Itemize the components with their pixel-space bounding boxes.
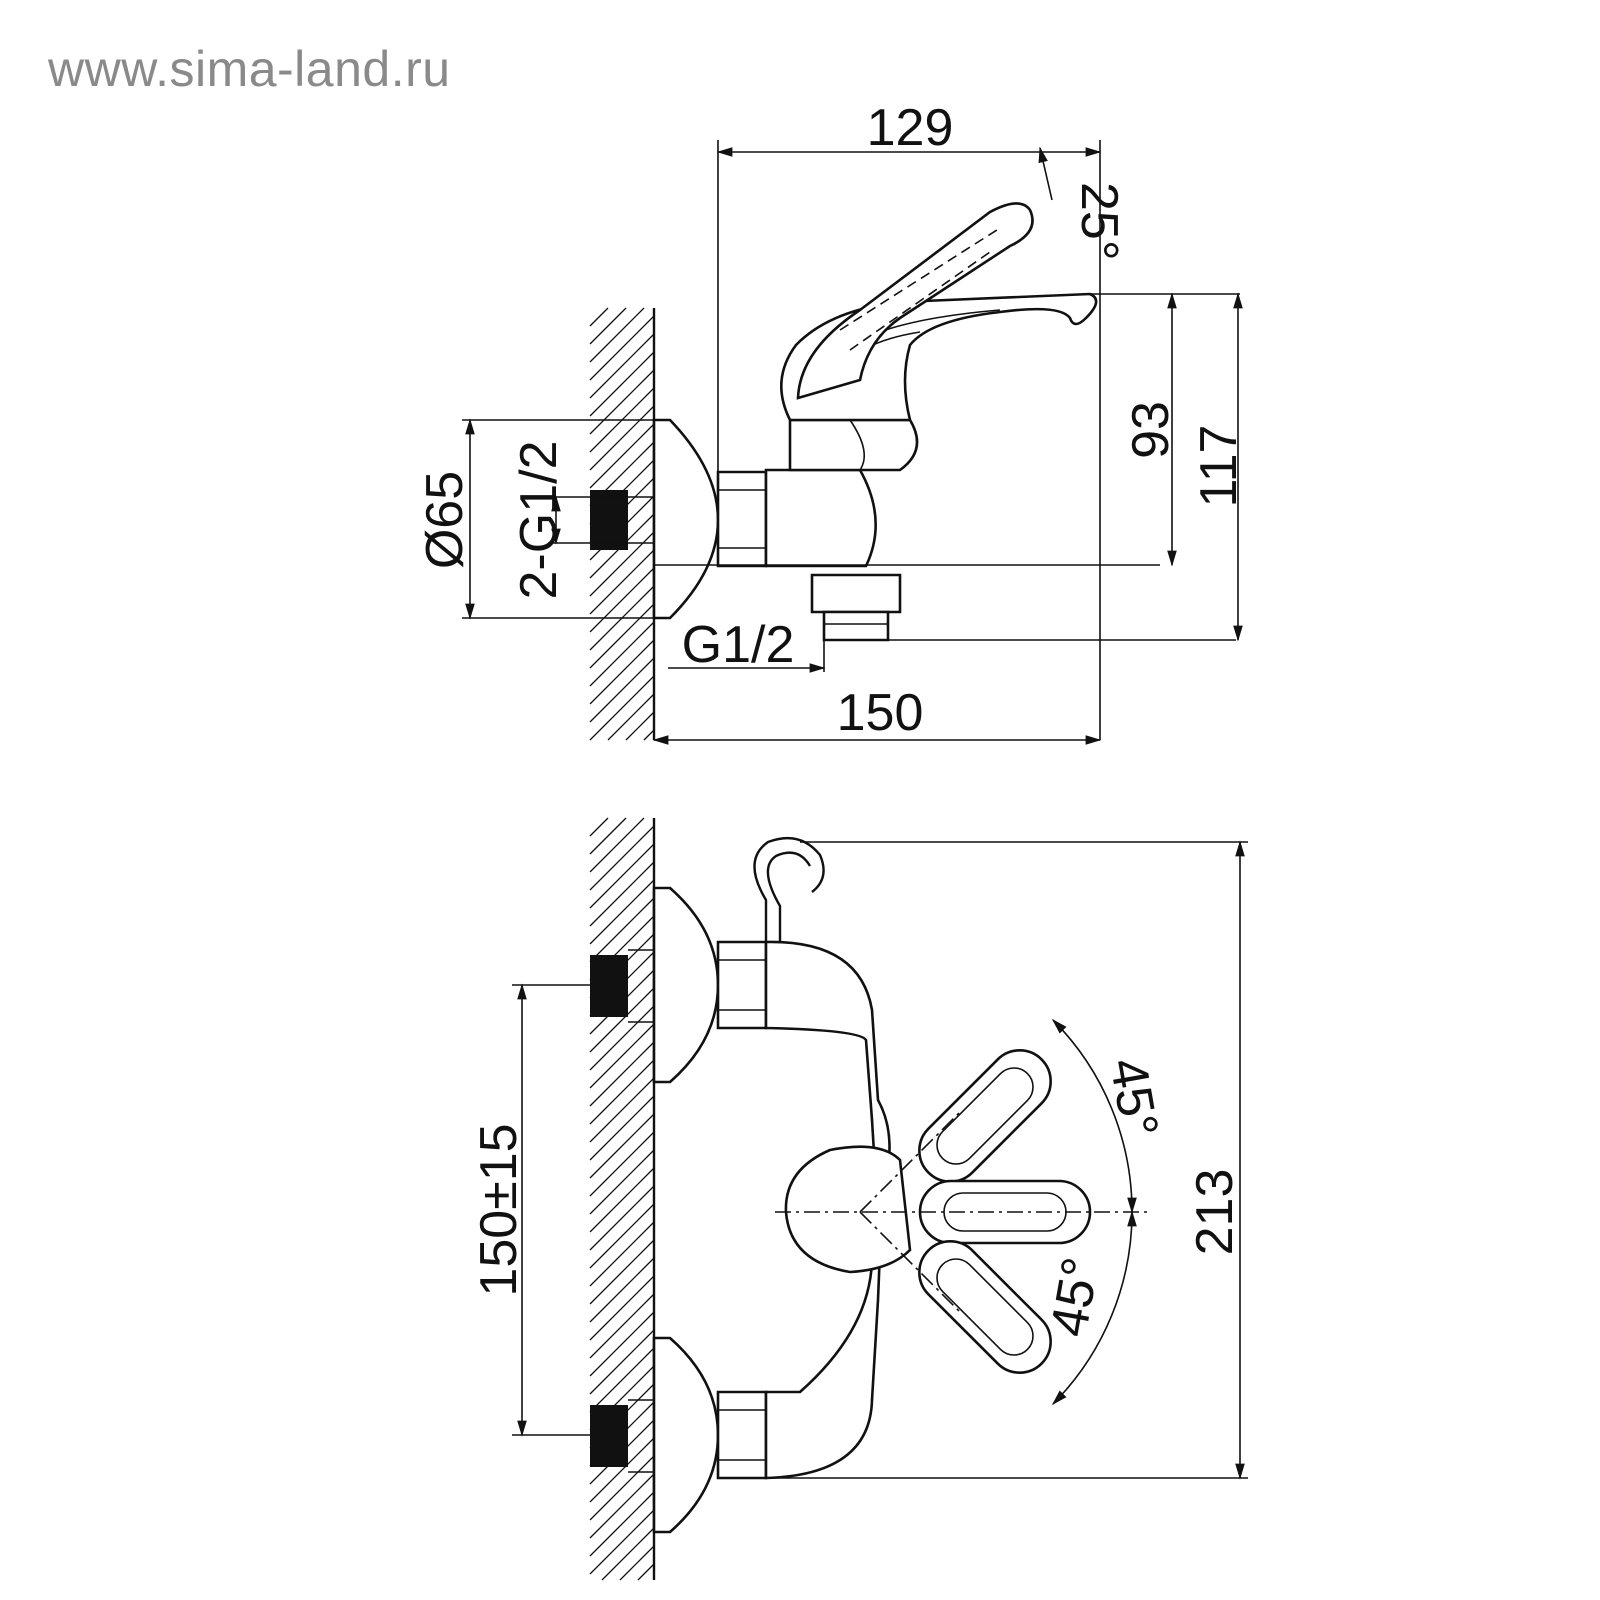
cartridge-hub	[784, 1145, 912, 1274]
lower-inlet-fitting	[590, 1405, 628, 1467]
lever-middle	[918, 1179, 1092, 1245]
dim-projection-label: 150	[837, 684, 924, 742]
upper-inlet-fitting	[590, 955, 628, 1017]
side-view: 129 25° 93 117 Ø65 2-G1/2	[416, 99, 1248, 745]
front-view: 45° 45° 150±15 213	[470, 817, 1248, 1581]
dim-height-front-label: 213	[1186, 1169, 1244, 1256]
dim-width-top: 129	[716, 99, 1102, 740]
dim-center-distance: 150±15	[470, 983, 590, 1437]
outlet-nut	[810, 573, 902, 614]
dim-width-top-label: 129	[867, 99, 954, 157]
mixer-body-front	[764, 940, 891, 1480]
dim-flange-diameter: Ø65	[416, 418, 670, 620]
dim-outlet-thread-label: G1/2	[682, 616, 795, 674]
lever-lower	[918, 1240, 1052, 1374]
dim-angle-lower: 45°	[1040, 1210, 1137, 1406]
shower-hook	[753, 837, 825, 942]
inlet-fitting	[590, 490, 628, 550]
dim-lever-angle: 25°	[1038, 146, 1128, 261]
dim-lever-angle-label: 25°	[1070, 182, 1128, 261]
dim-height-spout: 93	[1090, 292, 1240, 567]
outlet-thread	[822, 610, 890, 642]
site-watermark: www.sima-land.ru	[48, 41, 451, 97]
dim-height-front: 213	[766, 840, 1248, 1480]
lever-upper	[918, 1049, 1052, 1183]
dim-angle-upper-label: 45°	[1098, 1054, 1169, 1142]
dim-inlet-thread: 2-G1/2	[510, 441, 628, 600]
upper-nut	[716, 940, 768, 1030]
cartridge-housing	[788, 418, 919, 472]
lower-nut	[716, 1390, 768, 1480]
lower-flange	[652, 1336, 720, 1534]
dim-center-distance-label: 150±15	[470, 1123, 528, 1296]
dim-flange-diameter-label: Ø65	[416, 471, 474, 569]
dim-angle-upper: 45°	[1051, 1018, 1169, 1214]
dim-height-spout-label: 93	[1122, 401, 1180, 459]
dim-projection: 150	[652, 684, 1102, 745]
lever-raised	[796, 202, 1034, 400]
mixer-body	[764, 468, 877, 568]
dim-outlet-thread: G1/2	[668, 612, 826, 674]
connection-nut	[716, 470, 768, 568]
wall-flange	[652, 418, 720, 620]
dim-angle-lower-label: 45°	[1040, 1253, 1111, 1341]
dim-height-total: 117	[1190, 292, 1248, 642]
dim-height-total-label: 117	[1190, 425, 1248, 508]
dim-inlet-thread-label: 2-G1/2	[510, 441, 568, 600]
upper-flange	[652, 886, 720, 1084]
